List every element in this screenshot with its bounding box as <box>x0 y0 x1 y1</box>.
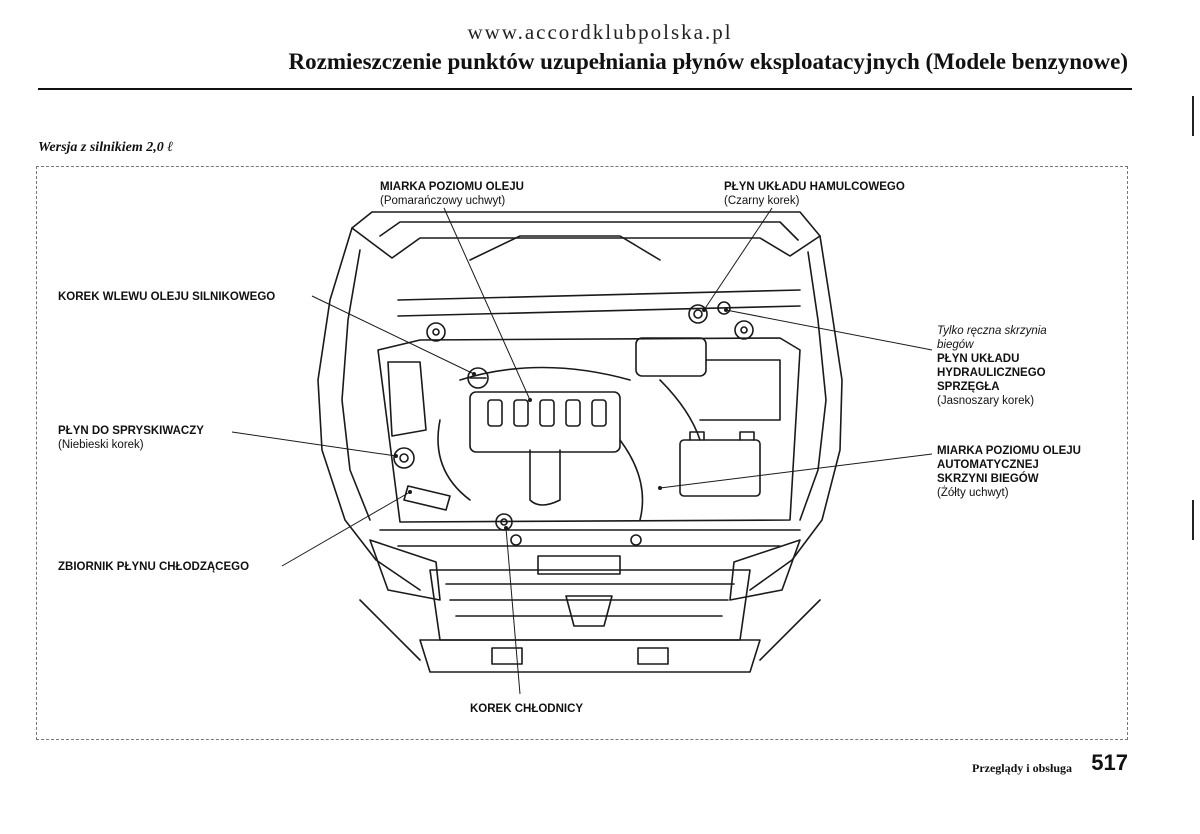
label-washer-fluid: PŁYN DO SPRYSKIWACZY (Niebieski korek) <box>58 424 204 452</box>
page-title: Rozmieszczenie punktów uzupełniania płyn… <box>288 49 1129 74</box>
label-atf-sub: (Żółty uchwyt) <box>937 487 1009 499</box>
label-clutch-note-1: Tylko ręczna skrzynia <box>937 325 1047 337</box>
label-oil-filler: KOREK WLEWU OLEJU SILNIKOWEGO <box>58 290 275 304</box>
label-atf-line-2: AUTOMATYCZNEJ <box>937 459 1039 471</box>
label-clutch-note-2: biegów <box>937 339 974 351</box>
label-atf-line-1: MIARKA POZIOMU OLEJU <box>937 445 1081 457</box>
label-brake-fluid-sub: (Czarny korek) <box>724 195 800 207</box>
label-washer-sub: (Niebieski korek) <box>58 439 144 451</box>
label-coolant-reservoir: ZBIORNIK PŁYNU CHŁODZĄCEGO <box>58 560 249 574</box>
label-radiator-title: KOREK CHŁODNICY <box>470 703 584 715</box>
engine-version-label: Wersja z silnikiem 2,0 ℓ <box>38 140 174 155</box>
page-number: 517 <box>1091 750 1128 775</box>
label-washer-title: PŁYN DO SPRYSKIWACZY <box>58 425 204 437</box>
label-clutch-line-3: SPRZĘGŁA <box>937 381 1000 393</box>
label-clutch-sub: (Jasnoszary korek) <box>937 395 1035 407</box>
label-oil-dipstick-sub: (Pomarańczowy uchwyt) <box>380 195 506 207</box>
label-oil-dipstick: MIARKA POZIOMU OLEJU (Pomarańczowy uchwy… <box>380 180 524 208</box>
label-brake-fluid-title: PŁYN UKŁADU HAMULCOWEGO <box>724 181 905 193</box>
scan-edge-mark <box>1192 500 1194 540</box>
label-radiator-cap: KOREK CHŁODNICY <box>470 702 583 716</box>
label-atf-line-3: SKRZYNI BIEGÓW <box>937 473 1039 485</box>
label-clutch-fluid: Tylko ręczna skrzynia biegów PŁYN UKŁADU… <box>937 324 1047 408</box>
label-coolant-title: ZBIORNIK PŁYNU CHŁODZĄCEGO <box>58 561 250 573</box>
header-rule <box>38 88 1132 90</box>
label-oil-filler-title: KOREK WLEWU OLEJU SILNIKOWEGO <box>58 291 276 303</box>
label-atf-dipstick: MIARKA POZIOMU OLEJU AUTOMATYCZNEJ SKRZY… <box>937 444 1081 500</box>
illustration-frame <box>36 166 1128 740</box>
label-oil-dipstick-title: MIARKA POZIOMU OLEJU <box>380 181 524 193</box>
footer-section-name: Przeglądy i obsługa <box>971 761 1072 775</box>
site-watermark: www.accordklubpolska.pl <box>467 20 733 44</box>
label-clutch-line-2: HYDRAULICZNEGO <box>937 367 1046 379</box>
scan-edge-mark <box>1192 96 1194 136</box>
label-brake-fluid: PŁYN UKŁADU HAMULCOWEGO (Czarny korek) <box>724 180 905 208</box>
label-clutch-line-1: PŁYN UKŁADU <box>937 353 1020 365</box>
